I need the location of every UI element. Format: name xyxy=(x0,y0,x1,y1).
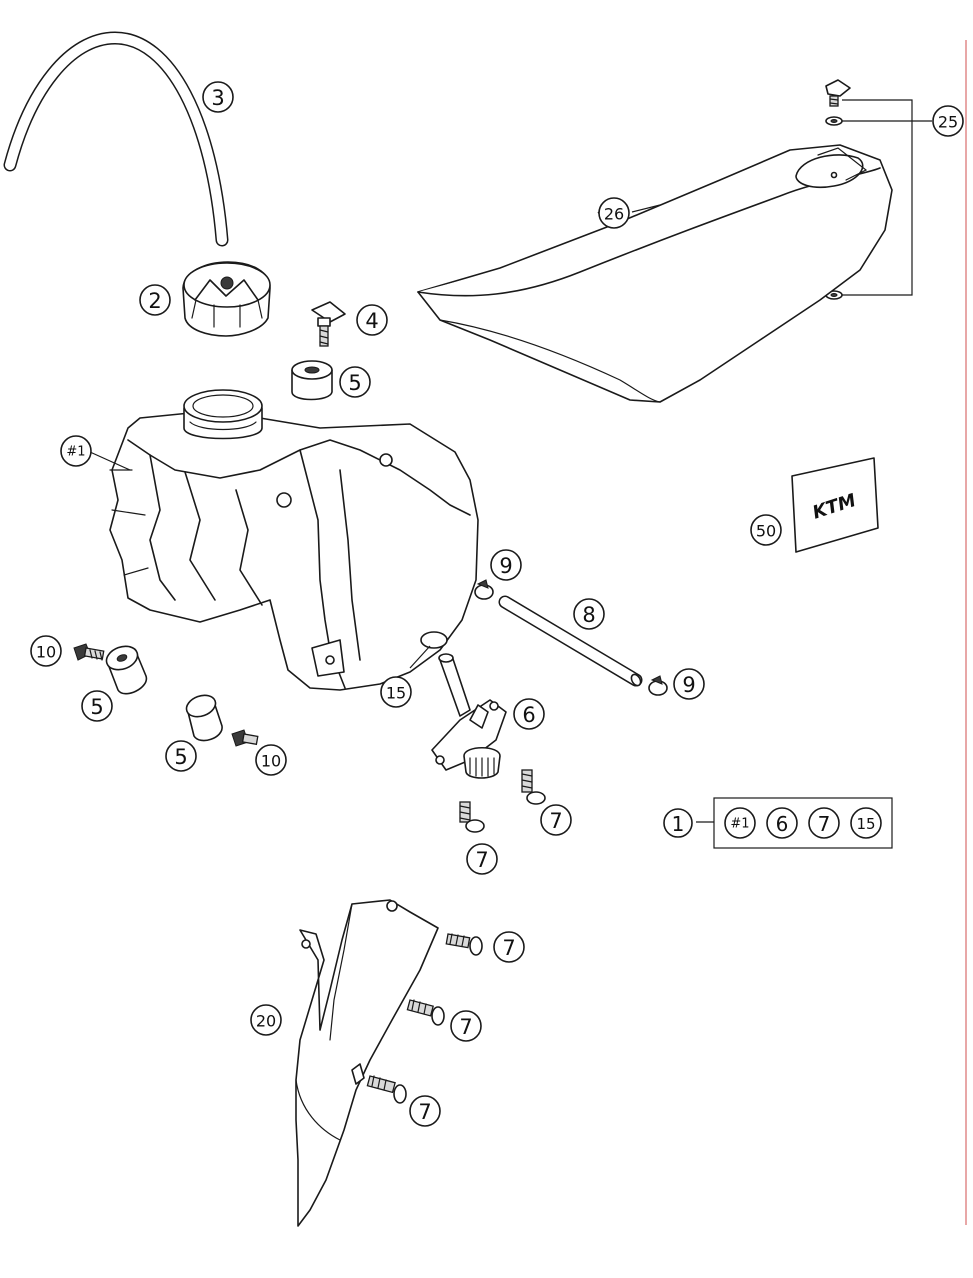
side-cover-panel xyxy=(295,899,439,1227)
svg-text:2: 2 xyxy=(148,289,161,313)
kit-callout-main: 1 xyxy=(663,808,693,838)
seat-washer-top xyxy=(825,116,843,126)
callout-15: 15 xyxy=(380,676,412,708)
rubber-bushing-middle xyxy=(185,694,223,742)
svg-text:5: 5 xyxy=(90,695,103,719)
callout-8: 8 xyxy=(573,598,605,630)
leader-lines xyxy=(89,99,932,823)
seat-screw xyxy=(825,79,851,107)
callout-10-mid: 10 xyxy=(255,744,287,776)
callout-4: 4 xyxy=(356,304,388,336)
svg-text:15: 15 xyxy=(386,684,406,703)
rubber-bushing-top xyxy=(291,360,333,401)
svg-text:5: 5 xyxy=(348,371,361,395)
kit-box xyxy=(713,797,893,849)
callout-5-left: 5 xyxy=(81,690,113,722)
callout-50: 50 xyxy=(750,514,782,546)
hose-clamp-right xyxy=(648,675,668,696)
svg-text:10: 10 xyxy=(261,752,281,771)
ktm-decal: KTM xyxy=(791,457,879,553)
kit-item-1: #1 xyxy=(724,807,756,839)
callout-7-a: 7 xyxy=(540,804,572,836)
callout-7-e: 7 xyxy=(409,1095,441,1127)
svg-text:10: 10 xyxy=(36,643,56,662)
callout-9-top: 9 xyxy=(490,549,522,581)
callout-26: 26 xyxy=(598,197,630,229)
callout-7-b: 7 xyxy=(466,843,498,875)
svg-text:9: 9 xyxy=(499,554,512,578)
callout-5-top: 5 xyxy=(339,366,371,398)
callout-7-d: 7 xyxy=(450,1010,482,1042)
screw-tap-2 xyxy=(459,801,485,833)
kit-item-label: 15 xyxy=(856,815,875,833)
callout-2: 2 xyxy=(139,284,171,316)
svg-text:6: 6 xyxy=(522,703,535,727)
svg-text:5: 5 xyxy=(174,745,187,769)
svg-text:9: 9 xyxy=(682,673,695,697)
screw-tap-1 xyxy=(521,769,546,805)
seat xyxy=(417,144,893,403)
callout-10-left: 10 xyxy=(30,635,62,667)
callout-6: 6 xyxy=(513,698,545,730)
svg-text:25: 25 xyxy=(938,113,958,132)
svg-text:4: 4 xyxy=(365,309,378,333)
fuel-hose xyxy=(498,595,643,687)
kit-item-label: #1 xyxy=(730,817,749,832)
o-ring xyxy=(420,631,448,649)
svg-text:26: 26 xyxy=(604,205,624,224)
fuel-tank xyxy=(109,389,479,691)
svg-text:7: 7 xyxy=(475,848,488,872)
svg-text:50: 50 xyxy=(756,522,776,541)
callout-7-c: 7 xyxy=(493,931,525,963)
svg-text:7: 7 xyxy=(549,809,562,833)
screw-panel-2 xyxy=(406,999,445,1026)
screw-panel-1 xyxy=(445,933,483,956)
kit-item-4: 15 xyxy=(850,807,882,839)
kit-item-label: 7 xyxy=(818,812,831,836)
hose-clamp-top xyxy=(474,579,494,600)
callout-5-mid: 5 xyxy=(165,740,197,772)
svg-text:3: 3 xyxy=(211,86,224,110)
svg-text:7: 7 xyxy=(418,1100,431,1124)
bolt-left xyxy=(73,643,105,661)
callout-25: 25 xyxy=(932,105,964,137)
kit-item-3: 7 xyxy=(808,807,840,839)
kit-item-2: 6 xyxy=(766,807,798,839)
rubber-bushing-left xyxy=(105,645,147,695)
fuel-tap xyxy=(431,653,507,779)
screw-panel-3 xyxy=(366,1075,407,1104)
svg-text:#1: #1 xyxy=(66,445,85,460)
svg-text:8: 8 xyxy=(582,603,595,627)
callout-3: 3 xyxy=(202,81,234,113)
mounting-screw xyxy=(311,301,346,347)
svg-text:7: 7 xyxy=(459,1015,472,1039)
bolt-middle xyxy=(231,729,259,747)
breather-hose xyxy=(3,31,229,247)
kit-label: 1 xyxy=(672,812,685,836)
callout-hash1-tank: #1 xyxy=(60,435,92,467)
svg-text:7: 7 xyxy=(502,936,515,960)
kit-item-label: 6 xyxy=(776,812,789,836)
callout-20: 20 xyxy=(250,1004,282,1036)
fuel-cap xyxy=(182,261,271,337)
callout-9-right: 9 xyxy=(673,668,705,700)
svg-text:20: 20 xyxy=(256,1012,276,1031)
kit-group: 1 #1 6 7 15 xyxy=(663,797,893,849)
